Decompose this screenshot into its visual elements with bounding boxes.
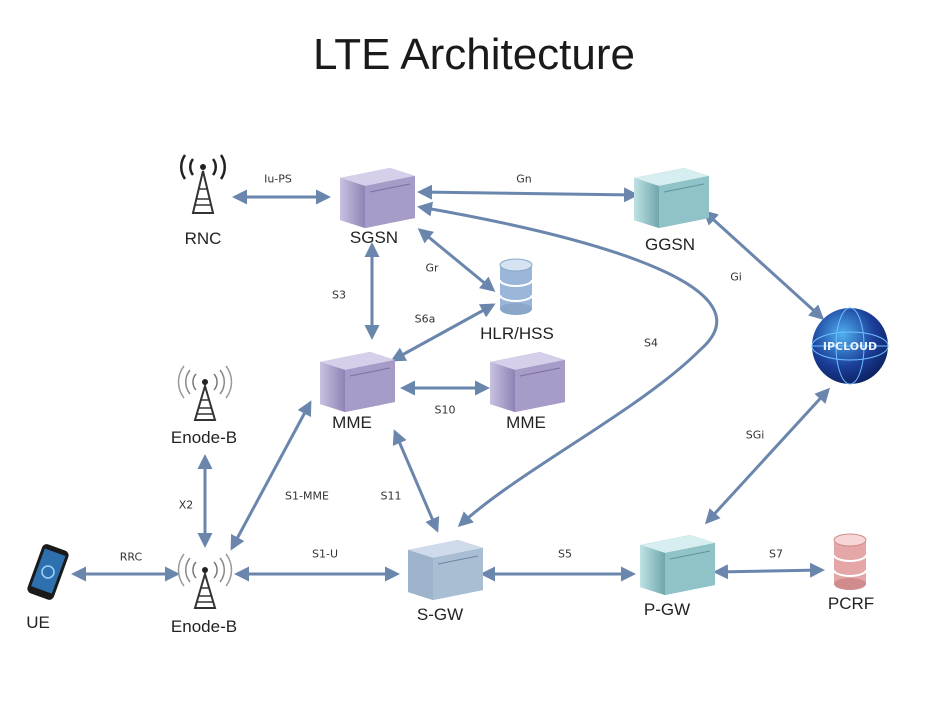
edge-label-s7: S7 <box>769 547 783 561</box>
edge-label-sgi: SGi <box>745 428 765 442</box>
node-label-enodeb-top: Enode-B <box>170 428 238 447</box>
mme-server-icon <box>320 352 395 412</box>
enodeb-bottom-antenna-icon <box>177 553 233 609</box>
links <box>71 184 831 582</box>
link-s7 <box>713 562 825 580</box>
link-s1-mme <box>230 400 312 551</box>
enodeb-top-antenna-icon <box>177 365 233 421</box>
link-sgi <box>704 387 831 525</box>
edge-label-s6a: S6a <box>414 312 436 326</box>
link-s11 <box>392 429 440 533</box>
ip-cloud-label: IPCLOUD <box>823 340 877 353</box>
edge-label-s1-u: S1-U <box>311 547 339 561</box>
node-label-ue: UE <box>26 613 50 632</box>
link-gr <box>417 228 496 292</box>
edge-label-gi: Gi <box>730 270 742 284</box>
edge-label-s10: S10 <box>434 403 456 417</box>
rnc-antenna-icon <box>180 154 226 214</box>
node-label-rnc: RNC <box>184 229 222 248</box>
node-label-sgw: S-GW <box>416 605 464 624</box>
sgw-server-icon <box>408 540 483 600</box>
edge-label-s1-mme: S1-MME <box>285 489 329 503</box>
pcrf-database-icon <box>833 533 867 590</box>
link-gi <box>702 209 825 321</box>
link-gn <box>417 184 639 203</box>
node-label-pcrf: PCRF <box>827 594 875 613</box>
node-label-mme: MME <box>332 413 372 432</box>
node-label-enodeb-bottom: Enode-B <box>170 617 238 636</box>
edge-label-s5: S5 <box>558 547 572 561</box>
link-s4 <box>417 201 719 528</box>
node-label-hlr-hss: HLR/HSS <box>480 324 554 343</box>
mme2-server-icon <box>490 352 565 412</box>
edge-label-s4: S4 <box>644 336 658 350</box>
hlr-hss-database-icon <box>499 258 533 315</box>
node-label-ggsn: GGSN <box>644 235 696 254</box>
node-label-sgsn: SGSN <box>349 228 399 247</box>
node-label-mme2: MME <box>506 413 546 432</box>
ggsn-server-icon <box>634 168 709 228</box>
edge-label-iu-ps: Iu-PS <box>264 172 292 186</box>
link-s6a <box>390 303 496 362</box>
edge-label-x2: X2 <box>178 498 194 512</box>
edge-label-gr: Gr <box>425 261 439 275</box>
edge-label-rrc: RRC <box>119 550 143 564</box>
edge-label-s11: S11 <box>380 489 402 503</box>
pgw-server-icon <box>640 535 715 595</box>
ip-cloud-globe-icon: IPCLOUD <box>811 307 889 385</box>
edge-label-s3: S3 <box>332 288 346 302</box>
page-title: LTE Architecture <box>313 30 635 79</box>
edge-label-gn: Gn <box>516 172 532 186</box>
ue-smartphone-icon <box>27 544 69 600</box>
sgsn-server-icon <box>340 168 415 228</box>
node-label-pgw: P-GW <box>643 600 691 619</box>
